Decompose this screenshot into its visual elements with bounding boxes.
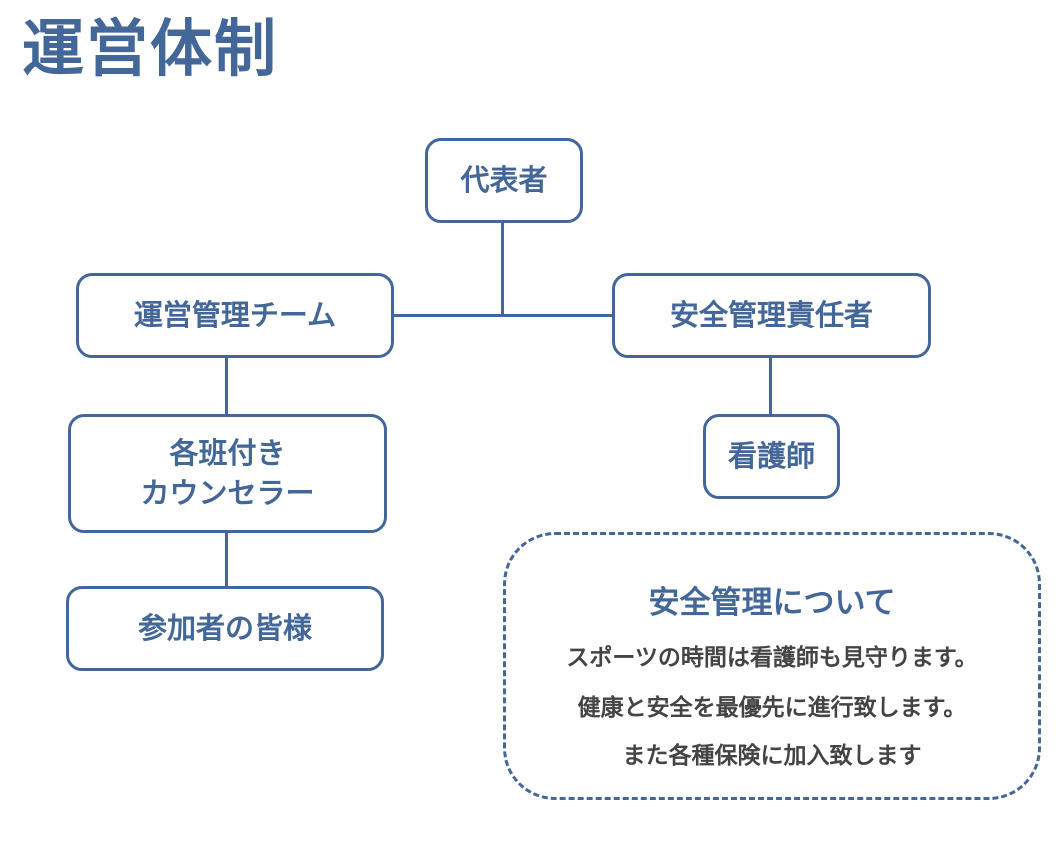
safety-note-title: 安全管理について: [648, 585, 896, 621]
connector-management-counselor: [225, 356, 228, 416]
safety-note: 安全管理について スポーツの時間は看護師も見守ります。 健康と安全を最優先に進行…: [503, 532, 1041, 800]
page-title: 運営体制: [22, 12, 279, 85]
node-nurse-label: 看護師: [727, 438, 815, 473]
node-safety-officer: 安全管理責任者: [612, 273, 931, 358]
safety-note-line: 健康と安全を最優先に進行致します。: [577, 695, 967, 721]
connector-horizontal: [392, 314, 615, 317]
safety-note-line: スポーツの時間は看護師も見守ります。: [566, 645, 978, 671]
node-nurse: 看護師: [703, 414, 840, 499]
connector-representative-vertical: [501, 222, 504, 316]
node-counselor: 各班付き カウンセラー: [68, 414, 387, 533]
connector-counselor-participants: [225, 531, 228, 588]
node-participants-label: 参加者の皆様: [137, 610, 312, 645]
node-counselor-label-line1: 各班付き: [169, 436, 286, 471]
node-counselor-label-line2: カウンセラー: [140, 475, 315, 510]
safety-note-line: また各種保険に加入致します: [622, 743, 922, 769]
node-participants: 参加者の皆様: [66, 586, 384, 671]
node-safety-officer-label: 安全管理責任者: [669, 297, 873, 332]
connector-safety-nurse: [769, 356, 772, 415]
node-representative-label: 代表者: [460, 162, 548, 197]
node-management-team: 運営管理チーム: [76, 273, 394, 358]
node-management-team-label: 運営管理チーム: [133, 297, 337, 332]
node-representative: 代表者: [425, 138, 583, 223]
